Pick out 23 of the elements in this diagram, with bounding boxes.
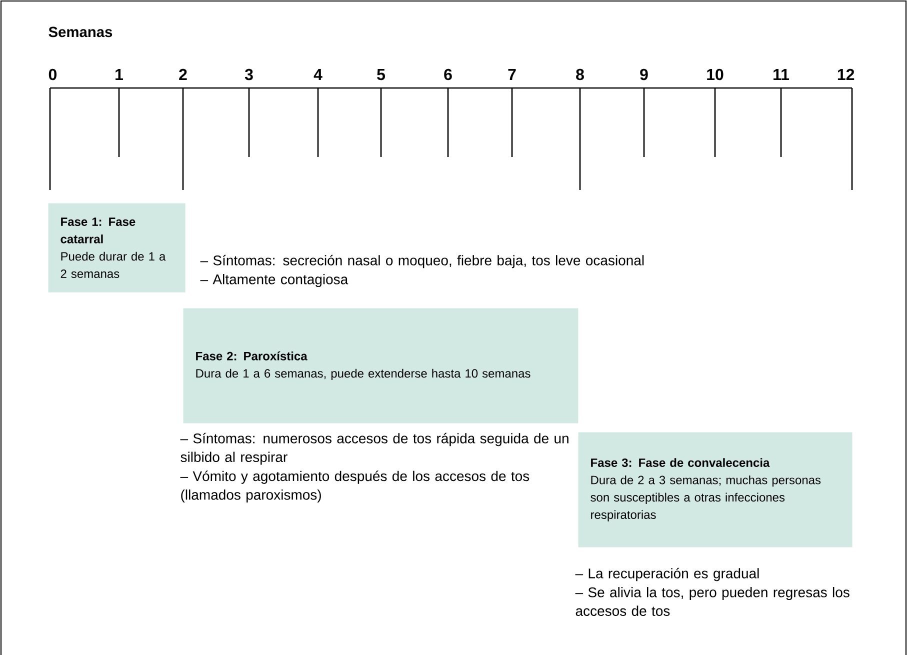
tick-label: 0 [48, 68, 56, 80]
bullet-text: – Síntomas: secreción nasal o moqueo, fiebre baja, tos leve ocasional [200, 254, 644, 268]
bullet-text: – Vómito y agotamiento después de los accesos de tos (llamados paroxismos) [180, 470, 530, 503]
tick-label: 2 [179, 68, 187, 80]
phase-box: Fase 3: Fase de convalecencia Dura de 2 a 3 semanas; muchas personas son susceptibles a otras infecciones respiratorias [578, 432, 852, 548]
tick-label: 3 [244, 68, 253, 80]
tick-label: 10 [707, 68, 724, 80]
phase-box: Fase 1: Fase catarral Puede durar de 1 a 2 semanas [48, 203, 186, 292]
tick-label: 11 [774, 69, 789, 80]
bullet-text: – La recuperación es gradual [575, 568, 759, 582]
tick-label: 8 [576, 68, 584, 80]
bullet-text: – Se alivia la tos, pero pueden regresas los accesos de tos [575, 587, 850, 616]
tick-label: 7 [508, 69, 516, 80]
tick-label: 4 [314, 69, 322, 80]
phase-box: Fase 2: Paroxística Dura de 1 a 6 semanas, puede extenderse hasta 10 semanas [183, 308, 578, 424]
tick-label: 1 [116, 69, 123, 80]
bullet-text: – Altamente contagiosa [200, 274, 348, 288]
tick-label: 6 [444, 68, 452, 80]
tick-label: 9 [640, 68, 648, 80]
bullet-text: – Síntomas: numerosos accesos de tos rápida seguida de un silbido al respirar [180, 432, 568, 465]
tick-label: 12 [838, 68, 854, 80]
axis-title: Semanas [48, 26, 112, 38]
tick-label: 5 [377, 69, 385, 80]
